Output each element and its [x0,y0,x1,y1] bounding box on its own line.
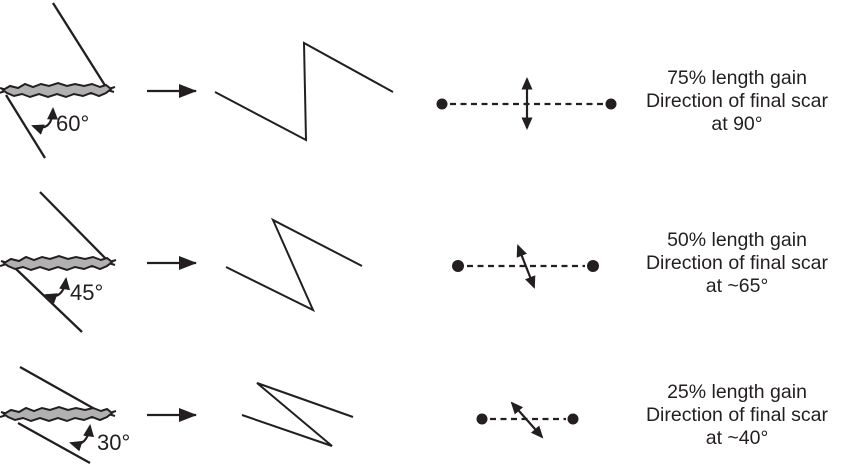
scar-shape [0,406,117,422]
lower-limb-line [5,94,46,159]
angle-label-45: 45° [70,280,104,305]
transposed-zplasty-line [225,217,363,313]
caption-scar-direction: Direction of final scar [645,252,829,274]
row-45-before-design [0,191,117,333]
row-30-final-scar-direction [476,401,579,439]
final-scar-direction-arrow-icon [510,401,544,439]
scar-shape [0,255,117,271]
final-scar-direction-arrow-icon [516,244,536,289]
caption-scar-angle: at 90° [711,113,763,135]
scar-shape [0,82,116,98]
upper-limb-line [19,365,101,414]
row-45-final-scar-direction [452,244,599,289]
angle-label-30: 30° [97,430,131,455]
caption-row-45: 50% length gain Direction of final scar … [627,229,846,298]
endpoint-dot-left [452,260,464,272]
caption-row-60: 75% length gain Direction of final scar … [627,67,846,136]
caption-length-gain: 50% length gain [667,229,807,251]
row-60-final-scar-direction [436,77,617,130]
lower-limb-line [17,421,91,465]
angle-arc-arrow-icon [31,107,59,135]
caption-row-30: 25% length gain Direction of final scar … [627,381,846,450]
caption-length-gain: 75% length gain [667,67,807,89]
row-60-before-design [0,2,116,159]
caption-scar-angle: at ~40° [705,427,769,449]
row-30-before-design [0,365,117,465]
endpoint-dot-right [567,413,579,425]
angle-arc-arrow-icon [69,424,95,452]
endpoint-dot-right [605,98,617,110]
caption-scar-angle: at ~65° [705,275,769,297]
endpoint-dot-left [476,413,488,425]
angle-arc-arrow-icon [44,277,71,304]
caption-scar-direction: Direction of final scar [645,90,829,112]
transposed-zplasty-line [241,382,354,447]
endpoint-dot-left [436,98,448,110]
row-45 [0,191,599,333]
upper-limb-line [52,2,107,88]
caption-scar-direction: Direction of final scar [645,404,829,426]
upper-limb-line [39,191,109,262]
angle-label-60: 60° [56,111,90,136]
caption-length-gain: 25% length gain [667,381,807,403]
transposed-zplasty-line [214,41,394,142]
row-30 [0,365,579,465]
row-60 [0,2,617,159]
endpoint-dot-right [587,260,599,272]
